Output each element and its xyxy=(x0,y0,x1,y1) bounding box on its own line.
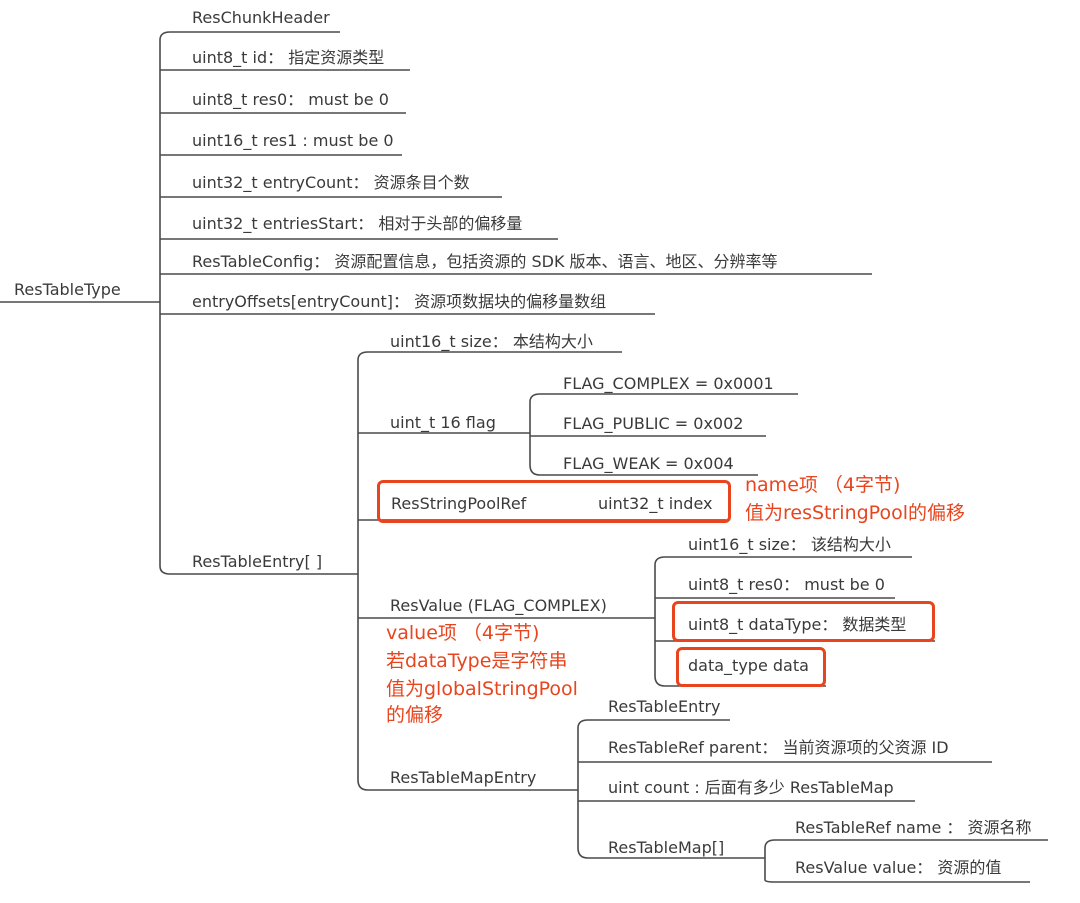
node-entry-size[interactable]: uint16_t size： 本结构大小 xyxy=(390,332,593,351)
root-node[interactable]: ResTableType xyxy=(14,280,121,299)
node-restablemap[interactable]: ResTableMap[] xyxy=(608,838,725,857)
node-res1[interactable]: uint16_t res1 : must be 0 xyxy=(192,131,394,150)
node-flag-weak[interactable]: FLAG_WEAK = 0x004 xyxy=(563,454,734,473)
annotation-value-line3: 值为globalStringPool xyxy=(386,678,578,700)
node-id[interactable]: uint8_t id： 指定资源类型 xyxy=(192,48,385,67)
annotation-value-line1: value项 （4字节) xyxy=(386,622,540,644)
node-reschunkheader[interactable]: ResChunkHeader xyxy=(192,8,330,27)
annotation-name-line1: name项 （4字节) xyxy=(745,474,901,496)
node-map-value[interactable]: ResValue value： 资源的值 xyxy=(795,858,1002,877)
node-flag-complex[interactable]: FLAG_COMPLEX = 0x0001 xyxy=(563,374,774,393)
node-resvalue-datatype[interactable]: uint8_t dataType： 数据类型 xyxy=(688,615,907,634)
node-restableentry[interactable]: ResTableEntry[ ] xyxy=(192,552,323,571)
annotation-value-line2: 若dataType是字符串 xyxy=(386,650,568,672)
node-restableconfig[interactable]: ResTableConfig： 资源配置信息，包括资源的 SDK 版本、语言、地… xyxy=(192,252,778,271)
node-mapentry[interactable]: ResTableMapEntry xyxy=(390,768,537,787)
node-resvalue[interactable]: ResValue (FLAG_COMPLEX) xyxy=(390,596,607,615)
node-flag[interactable]: uint_t 16 flag xyxy=(390,413,496,432)
node-map-name[interactable]: ResTableRef name ： 资源名称 xyxy=(795,818,1032,837)
node-entryoffsets[interactable]: entryOffsets[entryCount]： 资源项数据块的偏移量数组 xyxy=(192,292,607,311)
annotation-value-line4: 的偏移 xyxy=(386,704,444,726)
highlight-datatype xyxy=(672,601,935,642)
node-map-count[interactable]: uint count : 后面有多少 ResTableMap xyxy=(608,778,894,797)
node-flag-public[interactable]: FLAG_PUBLIC = 0x002 xyxy=(563,414,744,433)
annotation-name-line2: 值为resStringPool的偏移 xyxy=(745,502,965,524)
node-resvalue-size[interactable]: uint16_t size： 该结构大小 xyxy=(688,535,891,554)
highlight-stringpoolref xyxy=(377,480,731,523)
highlight-datatype-data xyxy=(676,647,826,687)
node-uint32-index[interactable]: uint32_t index xyxy=(598,494,713,513)
node-resvalue-res0[interactable]: uint8_t res0： must be 0 xyxy=(688,575,885,594)
node-map-parent[interactable]: ResTableRef parent： 当前资源项的父资源 ID xyxy=(608,738,949,757)
node-resstringpoolref[interactable]: ResStringPoolRef xyxy=(391,494,527,513)
node-entriesstart[interactable]: uint32_t entriesStart： 相对于头部的偏移量 xyxy=(192,214,523,233)
node-res0[interactable]: uint8_t res0： must be 0 xyxy=(192,90,389,109)
node-entrycount[interactable]: uint32_t entryCount： 资源条目个数 xyxy=(192,173,470,192)
node-map-restableentry[interactable]: ResTableEntry xyxy=(608,697,721,716)
node-resvalue-data[interactable]: data_type data xyxy=(688,656,809,675)
